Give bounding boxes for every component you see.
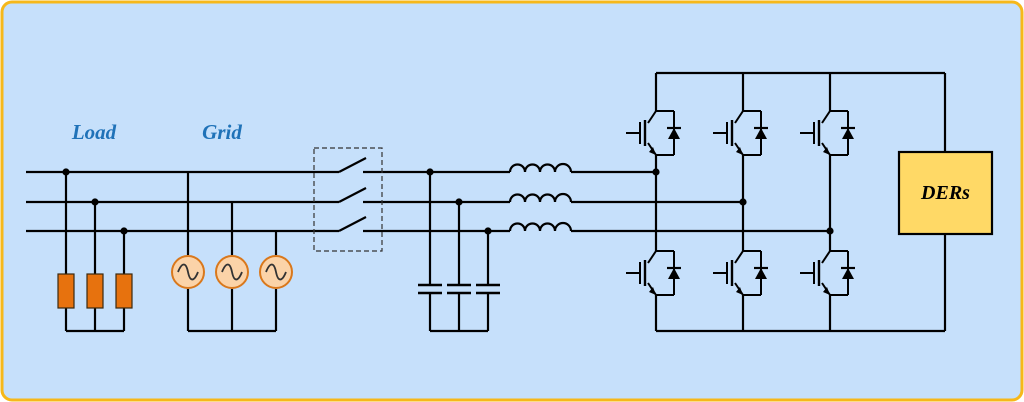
junction-dots <box>62 168 834 235</box>
ac-source-icon <box>171 255 293 289</box>
inductor-icon <box>508 162 573 232</box>
grid-label: Grid <box>202 120 242 144</box>
wires <box>26 71 947 333</box>
capacitor-icon <box>418 283 500 295</box>
breaker-switch-icon <box>313 147 383 252</box>
ders-box <box>897 150 994 236</box>
resistor-icon <box>57 273 133 309</box>
load-label: Load <box>71 120 117 144</box>
ders-label: DERs <box>920 182 970 204</box>
